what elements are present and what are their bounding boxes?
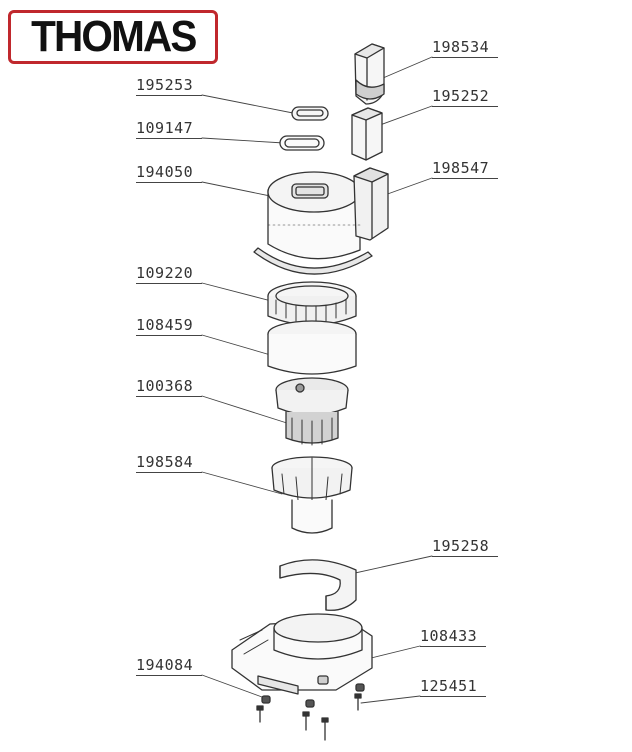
leader-lines bbox=[201, 56, 433, 704]
label-rule bbox=[136, 182, 202, 183]
part-195258-curved-filter bbox=[279, 559, 357, 611]
part-108433-base bbox=[231, 613, 373, 695]
part-125451-screws bbox=[256, 693, 362, 741]
label-rule bbox=[432, 556, 498, 557]
part-108459-sleeve bbox=[267, 320, 357, 375]
part-label-109147: 109147 bbox=[136, 119, 194, 137]
logo-text: THOMAS bbox=[30, 12, 197, 61]
part-109147-gasket bbox=[279, 135, 325, 151]
label-rule bbox=[136, 138, 202, 139]
part-194084-feet bbox=[261, 683, 365, 708]
part-label-100368: 100368 bbox=[136, 377, 194, 395]
part-label-198534: 198534 bbox=[432, 38, 490, 56]
part-194050-upper-housing bbox=[253, 167, 389, 275]
label-rule bbox=[432, 57, 498, 58]
label-rule bbox=[136, 283, 202, 284]
part-label-109220: 109220 bbox=[136, 264, 194, 282]
part-label-198584: 198584 bbox=[136, 453, 194, 471]
label-rule bbox=[136, 472, 202, 473]
part-label-194050: 194050 bbox=[136, 163, 194, 181]
part-label-125451: 125451 bbox=[420, 677, 478, 695]
thomas-logo: THOMAS bbox=[8, 10, 218, 64]
label-rule bbox=[136, 335, 202, 336]
part-label-195258: 195258 bbox=[432, 537, 490, 555]
part-198534-nozzle bbox=[354, 43, 385, 105]
part-195253-seal bbox=[291, 106, 329, 121]
part-109220-ring bbox=[267, 281, 357, 326]
part-100368-motor bbox=[275, 377, 349, 446]
part-label-195252: 195252 bbox=[432, 87, 490, 105]
part-label-108459: 108459 bbox=[136, 316, 194, 334]
part-label-108433: 108433 bbox=[420, 627, 478, 645]
label-rule bbox=[136, 396, 202, 397]
part-195252-duct bbox=[351, 107, 383, 161]
label-rule bbox=[432, 106, 498, 107]
label-rule bbox=[136, 95, 202, 96]
part-label-198547: 198547 bbox=[432, 159, 490, 177]
label-rule bbox=[432, 178, 498, 179]
part-label-194084: 194084 bbox=[136, 656, 194, 674]
part-198584-motor-seat bbox=[271, 456, 353, 534]
label-rule bbox=[136, 675, 202, 676]
label-rule bbox=[420, 646, 486, 647]
part-label-195253: 195253 bbox=[136, 76, 194, 94]
label-rule bbox=[420, 696, 486, 697]
